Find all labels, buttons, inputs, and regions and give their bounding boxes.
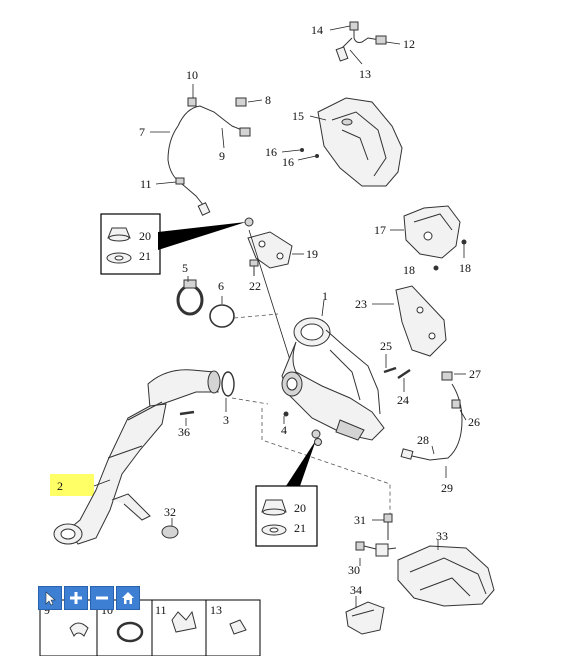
heat-shield-17[interactable] (403, 205, 461, 259)
zoom-in-button[interactable] (64, 586, 88, 610)
thumbnail-9[interactable] (69, 622, 89, 637)
zoom-toolbar (38, 586, 140, 610)
callout-32: 32 (164, 505, 176, 519)
bushing-32[interactable] (161, 525, 179, 539)
gasket-3[interactable] (221, 371, 235, 397)
oxygen-sensor-rear[interactable] (400, 371, 463, 461)
callout-2: 2 (57, 479, 63, 493)
callout-29: 29 (441, 481, 453, 495)
catalytic-converter[interactable] (281, 317, 385, 441)
callout-21-b: 21 (294, 521, 306, 535)
callout-25: 25 (380, 339, 392, 353)
stud-36[interactable] (179, 410, 195, 416)
stud-25[interactable] (383, 366, 397, 374)
callout-13: 13 (359, 67, 371, 81)
bolt-22[interactable] (249, 259, 259, 276)
part-2-highlight[interactable] (50, 474, 94, 496)
callout-9: 9 (219, 149, 225, 163)
pointer-button[interactable] (38, 586, 62, 610)
bracket-34[interactable] (345, 601, 385, 635)
home-button[interactable] (116, 586, 140, 610)
heat-shield-33[interactable] (397, 545, 495, 607)
callout-24: 24 (397, 393, 409, 407)
callout-30: 30 (348, 563, 360, 577)
callout-28: 28 (417, 433, 429, 447)
thumb-label-13: 13 (210, 603, 222, 617)
callout-26: 26 (468, 415, 480, 429)
stud-24[interactable] (397, 368, 411, 380)
callout-33: 33 (436, 529, 448, 543)
callout-27: 27 (469, 367, 481, 381)
callout-22: 22 (249, 279, 261, 293)
callout-31: 31 (354, 513, 366, 527)
zoom-out-button[interactable] (90, 586, 114, 610)
thumb-label-11: 11 (155, 603, 167, 617)
zoom-in-icon (70, 592, 82, 604)
heat-shield-upper[interactable] (317, 97, 403, 187)
callout-14: 14 (311, 23, 323, 37)
oxygen-sensor-lower[interactable] (167, 97, 251, 216)
callout-20-a: 20 (139, 229, 151, 243)
callout-1: 1 (322, 289, 328, 303)
thumbnail-11[interactable] (171, 610, 197, 633)
callout-5: 5 (182, 261, 188, 275)
home-icon (122, 592, 134, 604)
callout-23: 23 (355, 297, 367, 311)
front-pipe[interactable] (53, 369, 221, 545)
callout-12: 12 (403, 37, 415, 51)
callout-7: 7 (139, 125, 145, 139)
callout-6: 6 (218, 279, 224, 293)
thumb-label-9: 9 (44, 603, 50, 617)
callout-18-a: 18 (403, 263, 415, 277)
nut-washer-callout-box-upper[interactable] (100, 213, 246, 275)
nut-washer-callout-box-lower[interactable] (255, 429, 322, 547)
bracket-23[interactable] (395, 285, 447, 357)
callout-16-b: 16 (282, 155, 294, 169)
callout-21-a: 21 (139, 249, 151, 263)
zoom-out-icon (96, 596, 108, 600)
bolt-31[interactable] (383, 513, 393, 540)
callout-3: 3 (223, 413, 229, 427)
callout-10: 10 (186, 68, 198, 82)
bracket-19[interactable] (247, 231, 293, 269)
callout-36: 36 (178, 425, 190, 439)
callout-8: 8 (265, 93, 271, 107)
thumbnail-10[interactable] (116, 621, 144, 643)
pointer-icon (45, 591, 56, 606)
hanger-30[interactable] (355, 541, 397, 557)
thumbnail-13[interactable] (229, 619, 247, 635)
callout-11: 11 (140, 177, 152, 191)
callout-20-b: 20 (294, 501, 306, 515)
callout-17: 17 (374, 223, 386, 237)
callout-15: 15 (292, 109, 304, 123)
callout-19: 19 (306, 247, 318, 261)
callout-16-a: 16 (265, 145, 277, 159)
callout-4: 4 (281, 423, 287, 437)
callout-34: 34 (350, 583, 362, 597)
oxygen-sensor-upper[interactable] (335, 21, 387, 62)
gasket-6[interactable] (209, 304, 235, 328)
callout-18-b: 18 (459, 261, 471, 275)
clamp-5[interactable] (176, 279, 204, 316)
